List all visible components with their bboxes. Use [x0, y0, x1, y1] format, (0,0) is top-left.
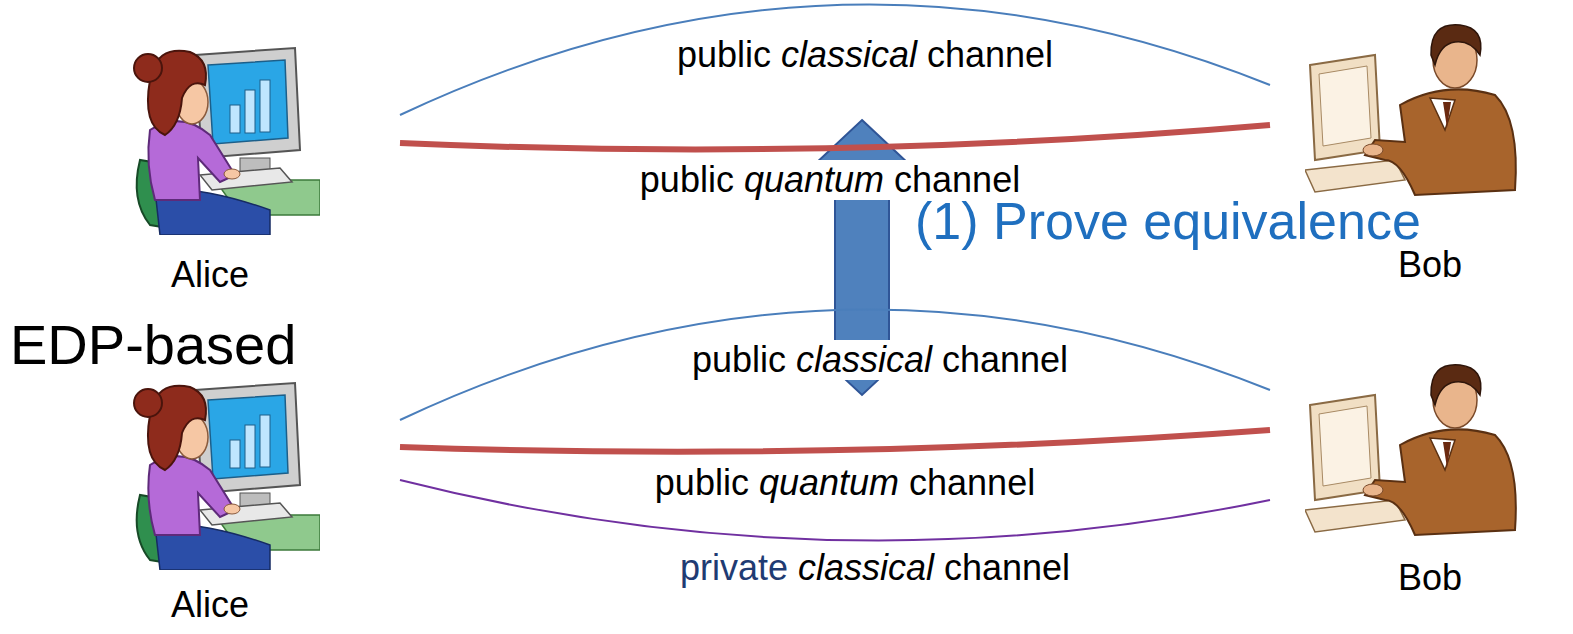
- person-illustration: [1305, 350, 1525, 540]
- channel-line: [400, 430, 1270, 452]
- channel-line: [400, 309, 1270, 420]
- person-name: Bob: [1398, 245, 1462, 285]
- scheme-name: EDP-based: [10, 314, 296, 376]
- channel-line: [400, 125, 1270, 149]
- person-figure: Bob: [1270, 345, 1530, 600]
- person-figure: Alice: [110, 375, 400, 625]
- step-title: (1) Prove equivalence: [915, 193, 1421, 250]
- person-illustration: [1305, 10, 1525, 200]
- person-name: Alice: [171, 585, 249, 625]
- person-illustration: [120, 375, 320, 570]
- person-illustration: [120, 40, 320, 235]
- person-figure: Alice: [110, 40, 400, 300]
- channel-label: public classical channel: [673, 35, 1057, 75]
- channel-label: private classical channel: [676, 548, 1074, 588]
- channel-label: public quantum channel: [636, 160, 1024, 200]
- channel-label: public classical channel: [688, 340, 1072, 380]
- channel-label: public quantum channel: [651, 463, 1039, 503]
- person-name: Alice: [171, 255, 249, 295]
- person-name: Bob: [1398, 558, 1462, 598]
- channel-line: [400, 4, 1270, 115]
